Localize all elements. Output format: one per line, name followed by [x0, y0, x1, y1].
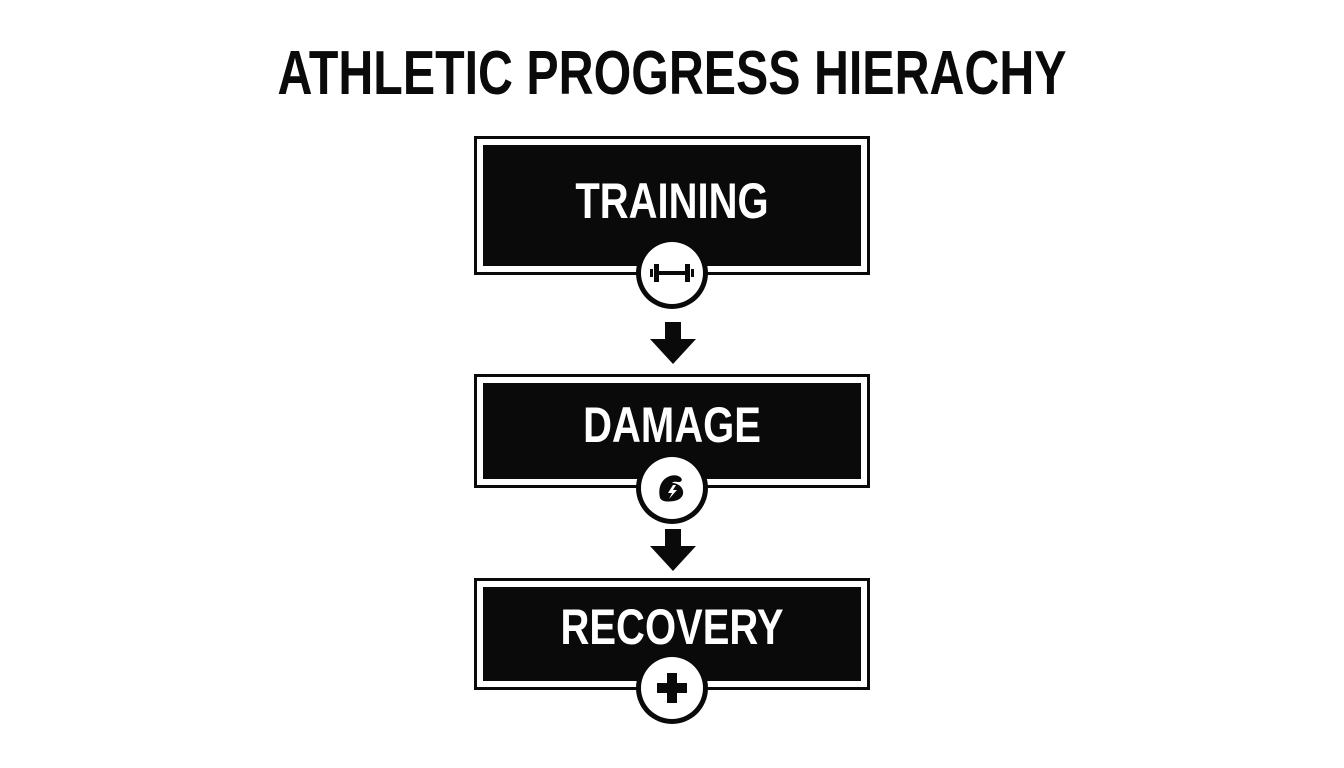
injured-muscle-icon — [659, 475, 684, 502]
diagram-title: ATHLETIC PROGRESS HIERACHY — [277, 39, 1067, 108]
step-badge-damage — [636, 452, 708, 524]
step-label-damage: DAMAGE — [583, 397, 761, 453]
step-badge-recovery — [636, 652, 708, 724]
step-label-training: TRAINING — [575, 173, 769, 229]
step-label-recovery: RECOVERY — [560, 599, 784, 655]
plus-icon — [657, 673, 687, 703]
arrow-down-icon — [650, 322, 696, 364]
step-badge-training — [636, 237, 708, 309]
arrow-down-icon — [650, 529, 696, 571]
dumbbell-icon — [650, 264, 694, 282]
